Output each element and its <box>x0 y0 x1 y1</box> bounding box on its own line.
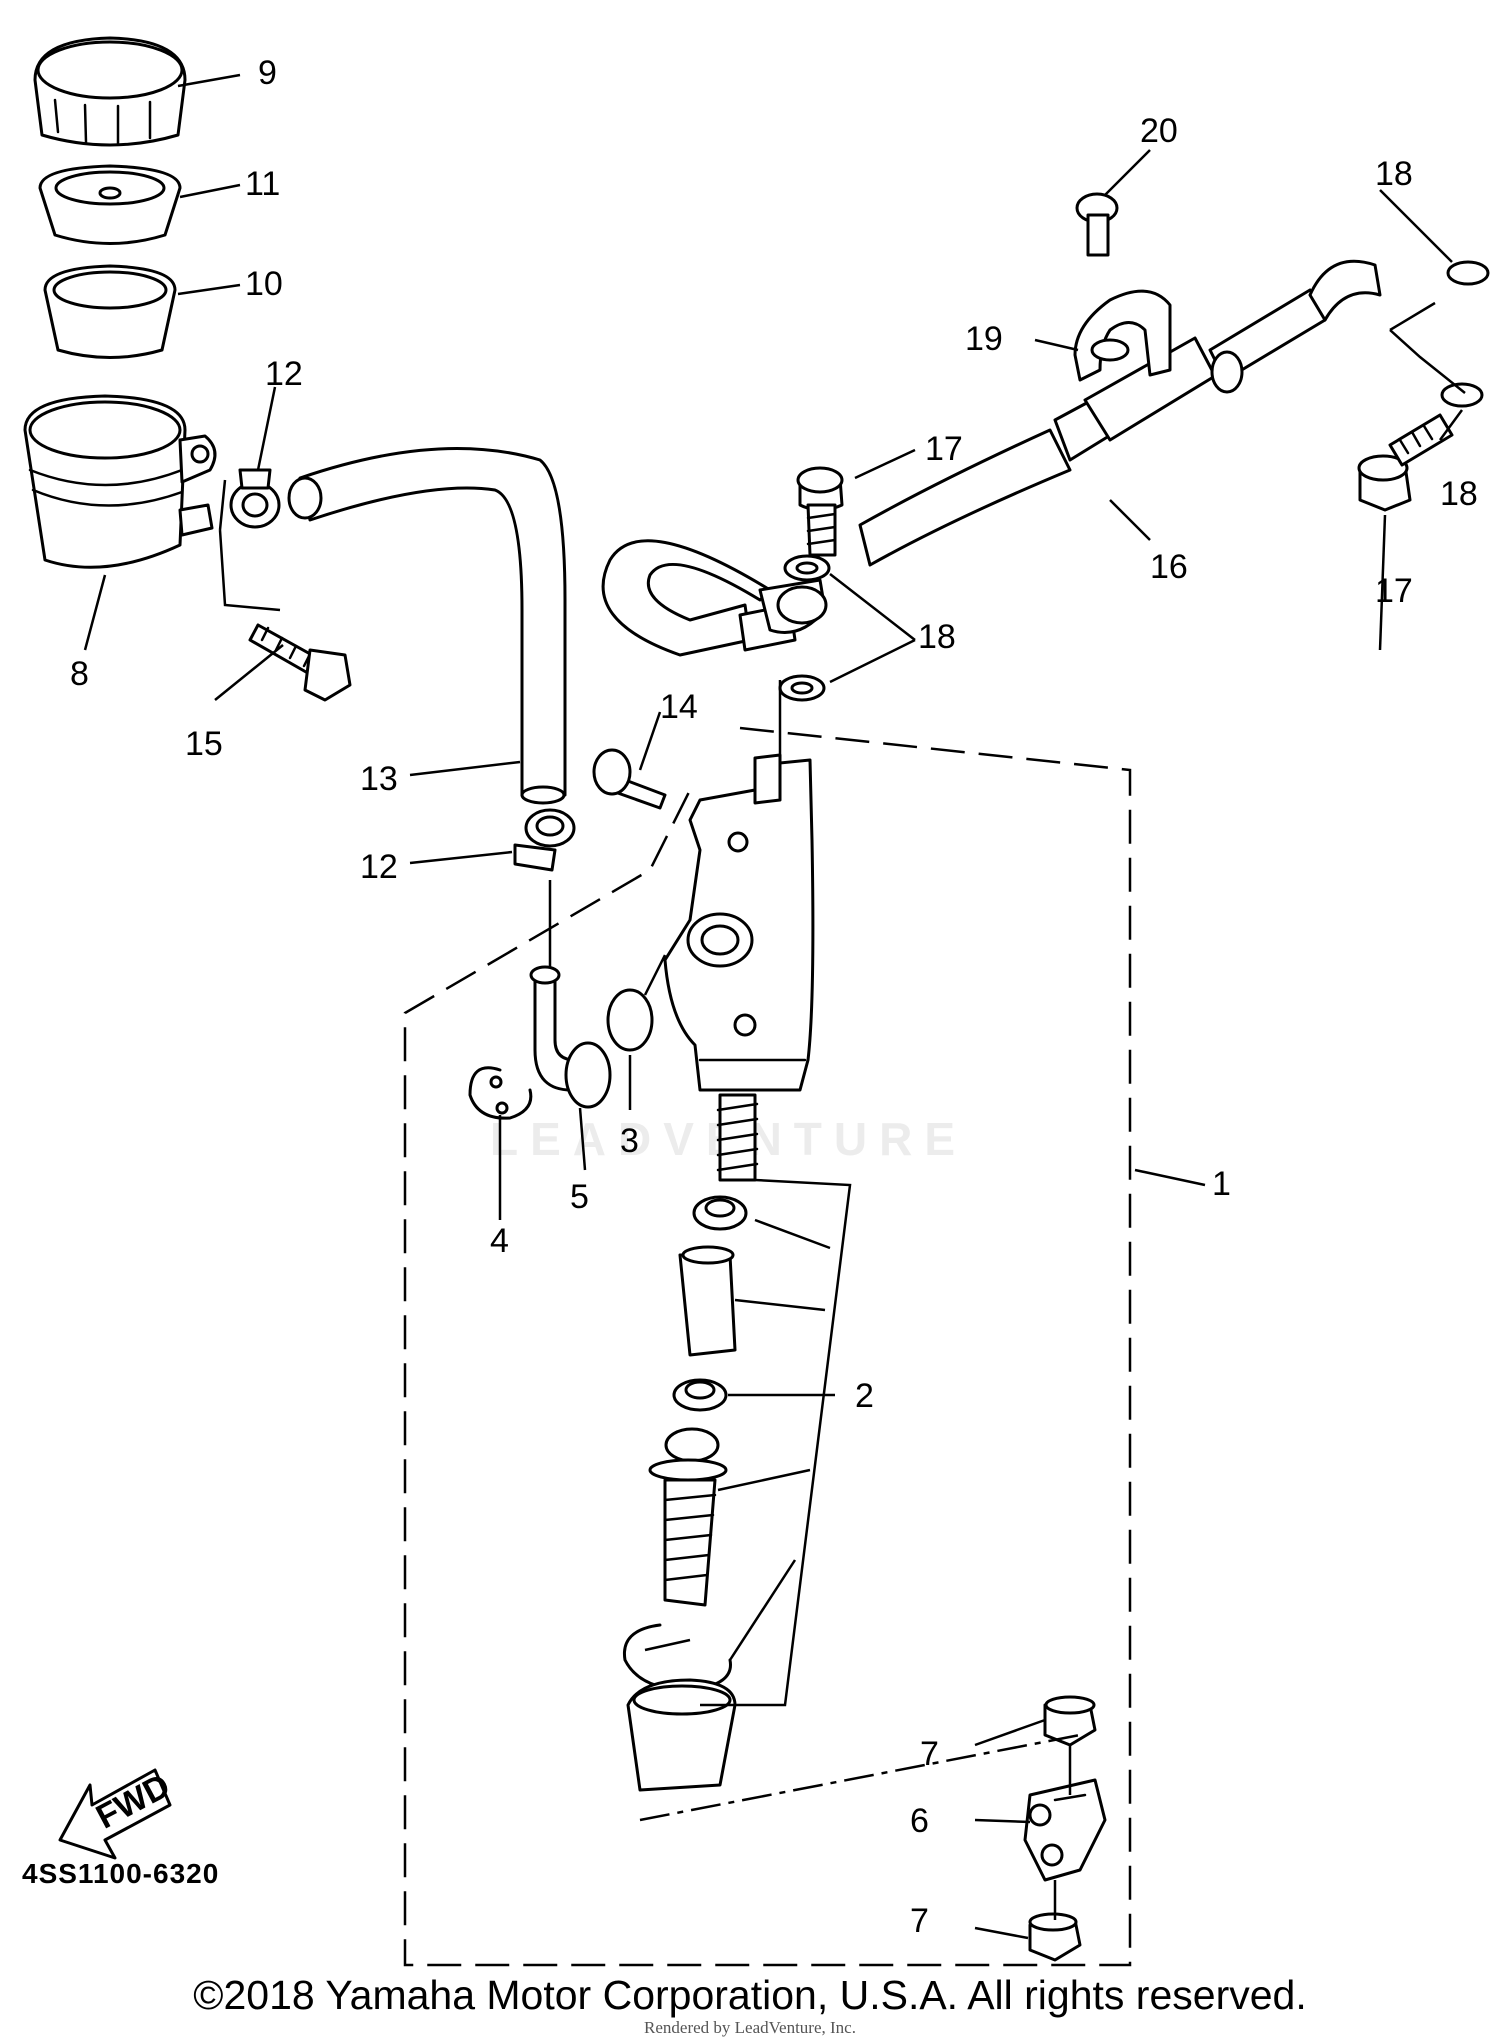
part-label-16: 16 <box>1150 548 1188 586</box>
part-label-5: 5 <box>570 1178 589 1216</box>
part-label-10: 10 <box>245 265 283 303</box>
part-label-9: 9 <box>258 54 277 92</box>
part-label-8: 8 <box>70 655 89 693</box>
master-cylinder-body <box>663 753 815 1092</box>
hose-fitting <box>738 578 828 652</box>
nut-lower <box>1028 1912 1082 1962</box>
assembly-boundary-inner <box>639 1733 1081 1822</box>
part-labels: 9 11 10 12 8 15 13 12 14 20 18 19 17 18 … <box>70 54 1478 1940</box>
clevis <box>1023 1778 1107 1882</box>
part-label-17-right: 17 <box>1375 572 1413 610</box>
diaphragm-plate <box>43 264 177 359</box>
part-label-13: 13 <box>360 760 398 798</box>
diagram-code: 4SS1100-6320 <box>22 1858 220 1889</box>
part-label-20: 20 <box>1140 112 1178 150</box>
part-label-3: 3 <box>620 1122 639 1160</box>
hose-joint <box>529 965 612 1109</box>
part-label-1: 1 <box>1212 1165 1231 1203</box>
part-label-14: 14 <box>660 688 698 726</box>
circlip-4 <box>468 1066 533 1120</box>
part-label-7-lower: 7 <box>910 1902 929 1940</box>
diaphragm <box>38 164 182 245</box>
hose-clamp-upper <box>229 468 281 529</box>
brake-hose <box>601 259 1382 657</box>
part-label-15: 15 <box>185 725 223 763</box>
reservoir-hose <box>287 446 567 805</box>
part-label-7-upper: 7 <box>920 1735 939 1773</box>
hose-guide-clamp <box>1073 289 1172 382</box>
part-label-12-lower: 12 <box>360 848 398 886</box>
part-label-12-upper: 12 <box>265 355 303 393</box>
exploded-parts-diagram: FWD <box>23 36 1490 1967</box>
assembly-boundary <box>403 726 1132 1967</box>
union-bolt-left <box>796 466 844 557</box>
copyright-notice: ©2018 Yamaha Motor Corporation, U.S.A. A… <box>193 1972 1307 2018</box>
washers-lower <box>778 554 831 702</box>
bolt-15 <box>248 623 352 702</box>
piston-kit <box>622 1093 759 1792</box>
rendered-by-credit: Rendered by LeadVenture, Inc. <box>644 2018 856 2037</box>
union-bolt-right <box>1357 413 1454 512</box>
washers-right <box>1440 260 1490 408</box>
reservoir-tank <box>23 394 217 569</box>
part-label-18-right: 18 <box>1440 475 1478 513</box>
reservoir-cap <box>33 36 187 147</box>
part-label-11: 11 <box>245 165 280 203</box>
screw-20 <box>1075 192 1119 257</box>
part-label-6: 6 <box>910 1802 929 1840</box>
part-label-18-lower: 18 <box>918 618 956 656</box>
nut-upper <box>1043 1695 1097 1747</box>
bolt-14 <box>592 748 667 810</box>
part-label-17-left: 17 <box>925 430 963 468</box>
part-label-18-top: 18 <box>1375 155 1413 193</box>
part-label-2: 2 <box>855 1377 874 1415</box>
leader-lines <box>83 73 1466 1940</box>
fwd-arrow: FWD <box>58 1767 176 1860</box>
part-label-19: 19 <box>965 320 1003 358</box>
part-label-4: 4 <box>490 1222 509 1260</box>
hose-clamp-lower <box>513 808 576 872</box>
o-ring <box>606 988 654 1052</box>
